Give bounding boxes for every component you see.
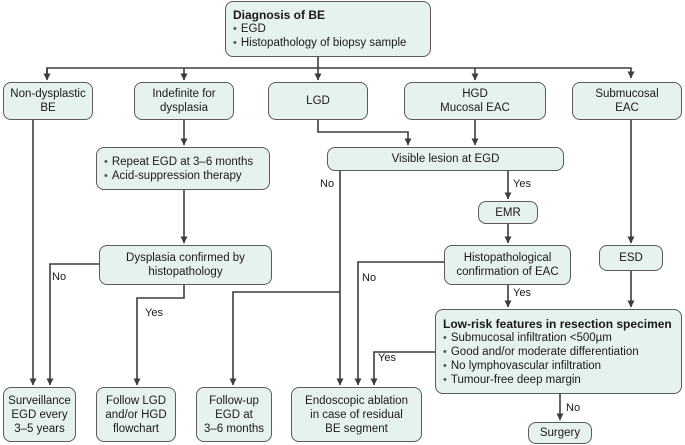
dysplasia-confirmed-label-1: Dysplasia confirmed by	[126, 252, 245, 264]
hgd-label-1: HGD	[462, 88, 488, 100]
nondysplastic-label-1: Non-dysplastic	[10, 88, 86, 100]
hgd-label-2: Mucosal EAC	[440, 102, 510, 114]
label-yes-lowrisk: Yes	[378, 352, 396, 364]
arrow-lesion-no-to-followup	[229, 291, 340, 386]
visible-lesion-label: Visible lesion at EGD	[391, 153, 500, 165]
arrow-lgd-to-lesion	[317, 120, 412, 146]
ablation-label-2: in case of residual	[310, 408, 403, 421]
hgd-box: HGD Mucosal EAC	[404, 82, 546, 120]
arrow-lowrisk-yes	[370, 351, 435, 386]
surveillance-label-1: Surveillance	[8, 394, 71, 407]
low-risk-item-differentiation: Good and/or moderate differentiation	[443, 345, 672, 359]
lgd-box: LGD	[268, 82, 368, 120]
low-risk-title: Low-risk features in resection specimen	[443, 316, 672, 331]
surgery-label: Surgery	[539, 427, 581, 439]
follow-flowchart-box: Follow LGD and/or HGD flowchart	[96, 387, 176, 442]
low-risk-item-infiltration: Submucosal infiltration <500µm	[443, 331, 672, 345]
histo-confirmation-label-1: Histopathological	[463, 252, 552, 264]
nondysplastic-label-2: BE	[40, 102, 56, 114]
esd-label: ESD	[619, 252, 643, 264]
follow-flowchart-label-1: Follow LGD	[105, 394, 167, 407]
ablation-label-1: Endoscopic ablation	[305, 394, 408, 407]
surveillance-label-3: 3–5 years	[14, 422, 65, 435]
follow-up-label-3: 3–6 months	[203, 422, 265, 435]
repeat-egd-box: Repeat EGD at 3–6 months Acid-suppressio…	[96, 147, 270, 190]
ablation-label-3: BE segment	[325, 422, 388, 435]
diagnosis-item-histopathology: Histopathology of biopsy sample	[233, 36, 407, 50]
indefinite-box: Indefinite for dysplasia	[134, 82, 234, 120]
diagnosis-item-egd: EGD	[233, 22, 406, 36]
dysplasia-confirmed-label-2: histopathology	[148, 266, 223, 278]
label-yes-confirmed: Yes	[145, 307, 163, 319]
nondysplastic-box: Non-dysplastic BE	[3, 82, 93, 120]
lgd-label: LGD	[306, 95, 330, 107]
low-risk-item-margin: Tumour-free deep margin	[443, 373, 672, 387]
arrow-confirmed-no	[46, 263, 101, 386]
label-yes-lesion: Yes	[513, 178, 531, 190]
diagnosis-title: Diagnosis of BE	[233, 8, 326, 22]
follow-up-label-2: EGD at	[215, 408, 253, 421]
follow-flowchart-label-3: flowchart	[112, 422, 159, 435]
emr-label: EMR	[495, 206, 521, 219]
ablation-box: Endoscopic ablation in case of residual …	[291, 387, 422, 442]
low-risk-box: Low-risk features in resection specimen …	[435, 309, 682, 394]
follow-up-box: Follow-up EGD at 3–6 months	[196, 387, 272, 442]
visible-lesion-box: Visible lesion at EGD	[327, 147, 564, 171]
low-risk-item-lymphovascular: No lymphovascular infiltration	[443, 359, 672, 373]
diagnosis-box: Diagnosis of BE EGD Histopathology of bi…	[225, 1, 431, 57]
repeat-egd-item: Repeat EGD at 3–6 months	[104, 155, 253, 169]
acid-suppression-item: Acid-suppression therapy	[104, 169, 253, 183]
submucosal-label-1: Submucosal	[595, 88, 659, 100]
surveillance-label-2: EGD every	[11, 408, 68, 421]
follow-up-label-1: Follow-up	[209, 394, 259, 407]
label-yes-histo: Yes	[513, 287, 531, 299]
label-no-confirmed: No	[52, 271, 67, 283]
esd-box: ESD	[599, 245, 663, 271]
label-no-histo: No	[362, 272, 377, 284]
label-no-lowrisk: No	[566, 402, 581, 414]
indefinite-label-1: Indefinite for	[152, 88, 216, 100]
surgery-box: Surgery	[528, 422, 592, 444]
histo-confirmation-label-2: confirmation of EAC	[456, 266, 559, 278]
label-no-lesion: No	[320, 178, 335, 190]
histo-confirmation-box: Histopathological confirmation of EAC	[444, 245, 571, 285]
emr-box: EMR	[478, 201, 538, 224]
follow-flowchart-label-2: and/or HGD	[105, 408, 167, 421]
indefinite-label-2: dysplasia	[160, 102, 208, 114]
dysplasia-confirmed-box: Dysplasia confirmed by histopathology	[99, 245, 272, 285]
connector-bus	[46, 67, 635, 79]
submucosal-box: Submucosal EAC	[572, 82, 682, 120]
arrow-confirmed-yes	[133, 285, 185, 386]
surveillance-box: Surveillance EGD every 3–5 years	[3, 387, 76, 442]
submucosal-label-2: EAC	[615, 102, 639, 114]
arrow-histo-no	[354, 261, 446, 386]
